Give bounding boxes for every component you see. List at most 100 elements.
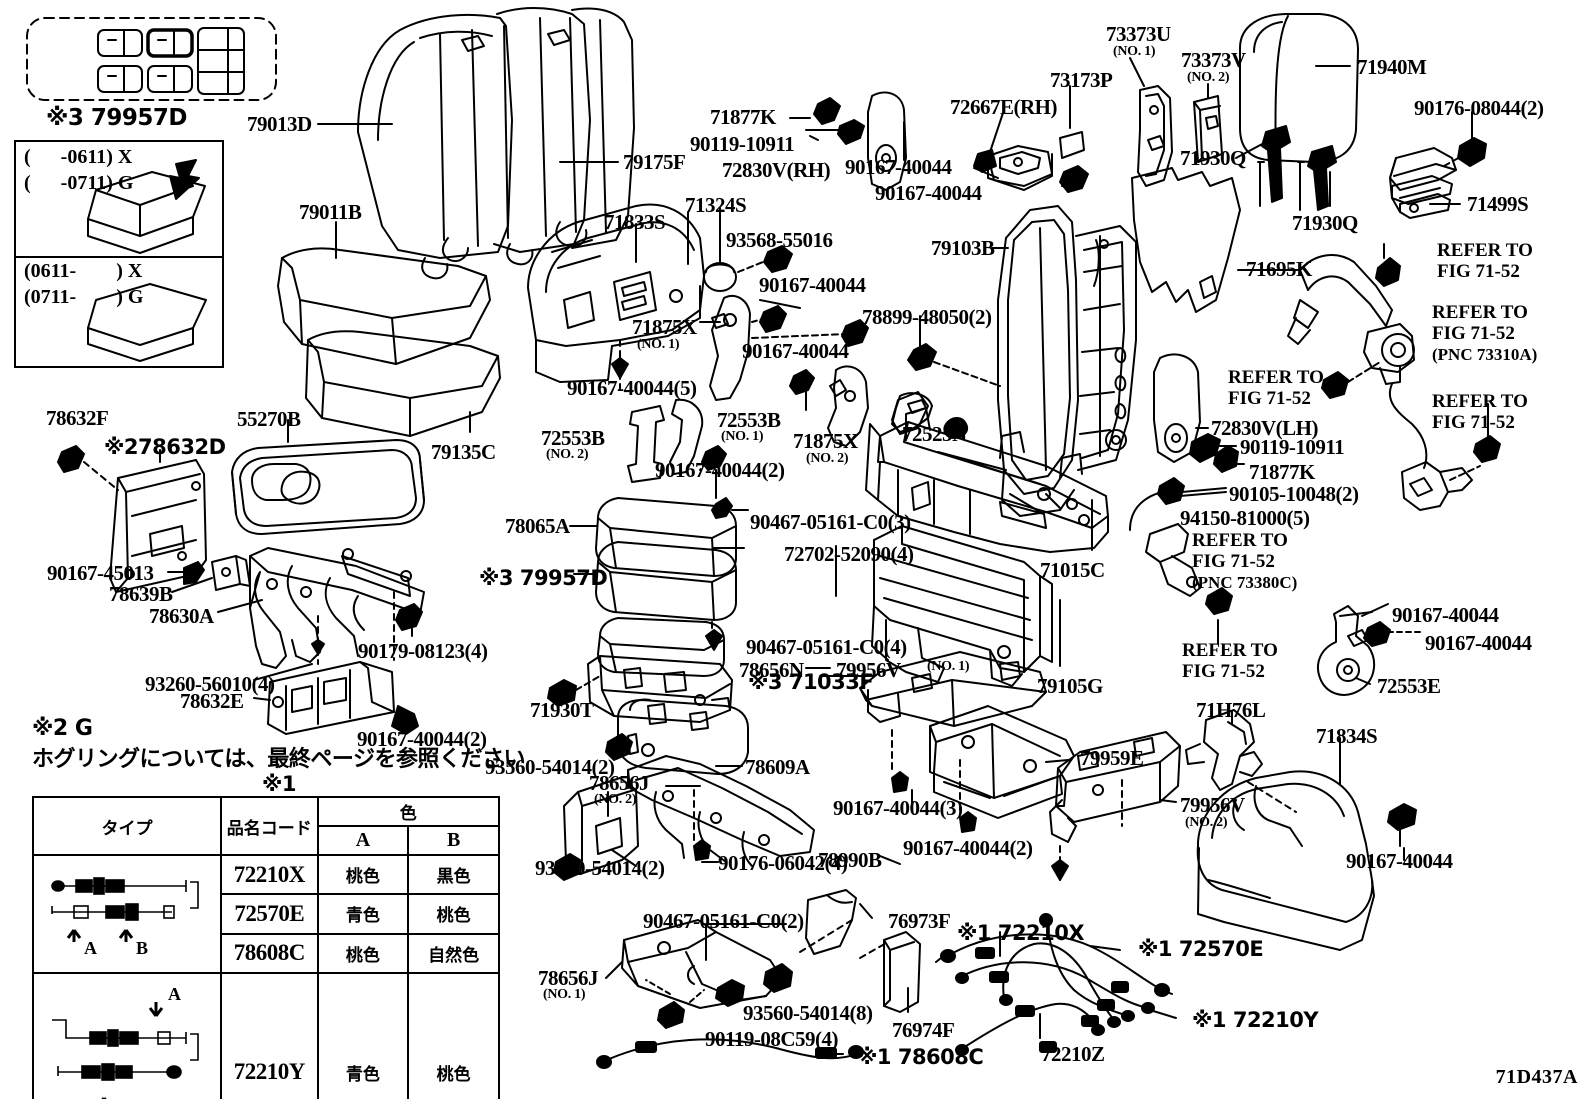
variant-row-1-line1: (0611- ) X [24,260,143,282]
seatback-assembly [357,7,635,280]
callout-c1: 79013D [247,112,312,136]
callout-c21: 78899-48050(2) [862,305,992,329]
callout-c77: 93560-54014(8) [743,1001,873,1025]
callout-c25: 72830V(RH) [722,158,831,182]
callout-c45: 90167-45013 [47,561,154,585]
grommet-71324s [703,262,737,292]
callout-c85: 72553E [1377,674,1441,698]
note-79957d: ※3 79957D [46,105,187,131]
callout-c40: 71015C [1040,558,1105,582]
bracket-78639b [211,555,251,591]
panel-78656j-no1 [621,919,783,1009]
cable-type-icon-2: A B [52,984,199,1099]
bolt-71930q-1 [1261,125,1291,203]
row-0-color-a: 桃色 [316,853,410,896]
row-1-color-a: 青色 [316,893,410,935]
callout-c44: 55270B [237,407,301,431]
callout-c68: 78990B [818,848,882,872]
callout-c7: 93568-55016 [726,228,833,252]
callout-c11: 90167-40044 [742,339,849,363]
th-color: 色 [316,796,501,827]
panel-76974f [883,931,921,1013]
callout-c16: (NO. 2) [546,447,589,462]
callout-c89: 79956V [1180,793,1245,817]
fastener-71877k-top [813,97,841,125]
callout-c56: 90467-05161-C0(4) [746,635,907,659]
callout-c43: ※278632D [104,435,226,459]
callout-c59: 71930T [530,698,594,722]
figure-code: 71D437A [1495,1066,1578,1088]
callout-c32: 73373V [1181,48,1246,72]
row-2-color-a: 桃色 [316,932,410,975]
callout-c38: 71499S [1467,192,1529,216]
callout-c72: 76973F [888,909,951,933]
callout-c92: 72830V(LH) [1211,416,1319,440]
refer-line-1: REFER TO [1192,530,1288,551]
svg-text:A: A [84,938,97,958]
callout-c87: 71834S [1316,724,1378,748]
callout-c9: 71875X [632,315,697,339]
callout-c23: 71877K [710,105,776,129]
callout-c14: (NO. 1) [721,429,764,444]
row-2-color-b: 自然色 [407,932,500,975]
callout-c69: 93560-54014(2) [535,856,665,880]
callout-c66: 90167-40044(3) [833,796,963,820]
callout-c27: 90167-40044 [875,181,982,205]
callout-c76: (NO. 1) [543,987,586,1002]
callout-c63: (NO. 2) [594,792,637,807]
fastener-78899-48050 [907,343,937,371]
callout-c78: 76974F [892,1018,955,1042]
callout-c53: 90467-05161-C0(3) [750,510,911,534]
callout-c26: 90167-40044 [845,155,952,179]
refer-line-3: (PNC 73380C) [1192,572,1298,592]
row-2-code: 78608C [220,932,319,975]
bezel-78609a [617,698,749,775]
callout-c91: 90167-40044 [1346,849,1453,873]
seat-cushion-assembly [277,247,501,437]
callout-c15: 72553B [541,426,605,450]
color-spec-table: タイプ 品名コード 色 A B [32,796,501,1099]
fastener-90467-05161-c0-2 [763,963,793,993]
callout-c30: 73373U [1106,22,1171,46]
callout-c54: ※3 79957D [479,566,608,590]
callout-c5: 71833S [604,210,666,234]
variant-row-0-line2: ( -0711) G [24,172,134,194]
callout-c73: ※1 72210X [957,921,1085,945]
callout-c62: 78656J [589,771,650,795]
callout-c47: 78630A [149,604,214,628]
callout-c20: 72525N [902,422,967,446]
refer-line-2: FIG 71-52 [1228,388,1311,410]
callout-c8: 90167-40044 [759,273,866,297]
callout-c75: 78656J [538,966,599,990]
striker-72667e [987,145,1053,191]
nut-90176-08044 [1457,137,1487,167]
callout-c37: 71930Q [1292,211,1358,235]
refer-line-1: REFER TO [1437,240,1533,261]
row-3-color-b: 桃色 [407,972,500,1099]
fastener-71877k-lh [1213,445,1239,473]
svg-text:A: A [168,984,181,1004]
callout-c13: 72553B [717,408,781,432]
callout-c81: ※1 72210Y [1192,1008,1319,1032]
seatback-frame-79103b [997,205,1137,517]
callout-c51: 90167-40044(2) [357,727,487,751]
callout-c61: 78609A [745,755,810,779]
th-color-b: B [407,825,500,856]
callout-c28: 72667E(RH) [950,95,1058,119]
callout-c90: (NO. 2) [1185,815,1228,830]
bolt-71930q-2 [1307,145,1337,211]
callout-c17: 90167-40044(2) [655,458,785,482]
variant-row-1-line2: (0711- ) G [24,286,144,308]
callout-c29: 73173P [1050,68,1113,92]
callout-c74: ※1 72570E [1138,937,1264,961]
callout-c83: 90167-40044 [1392,603,1499,627]
callout-c70: 90176-06042(4) [718,851,848,875]
callout-c46: 78639B [109,582,173,606]
callout-c24: 90119-10911 [690,132,795,156]
callout-c67: 90167-40044(2) [903,836,1033,860]
callout-c12: 90167-40044(5) [567,376,697,400]
